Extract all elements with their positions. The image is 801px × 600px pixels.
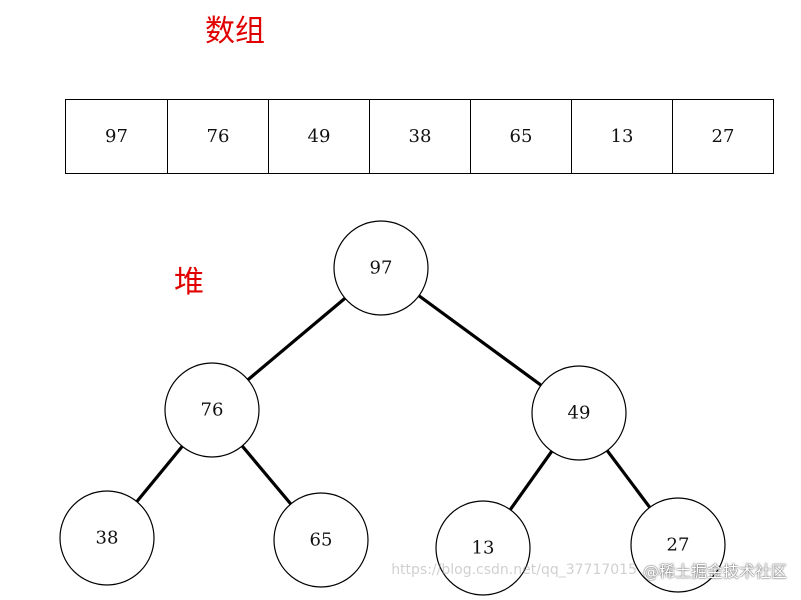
array-cell: 65 [470,100,571,173]
heap-node-circle [333,220,429,316]
array-cell: 76 [167,100,268,173]
array-title: 数组 [205,14,265,49]
array-cell: 97 [105,126,128,147]
heap-node-label: 76 [201,400,224,421]
heap-node-circle [435,500,531,596]
heap-edges [135,294,652,511]
heap-node-circle [531,365,627,461]
array-row: 97 76 49 38 65 13 27 [65,99,774,174]
heap-node-label: 27 [667,535,690,556]
array-cell: 38 [369,100,470,173]
heap-node-circle [59,490,155,586]
array-cell: 49 [268,100,369,173]
heap-edge [135,445,184,503]
watermark-brand: @稀土掘金技术社区 [642,562,787,581]
heap-node-circle [164,362,260,458]
heap-node-label: 97 [370,258,393,279]
watermark-url: https://blog.csdn.net/qq_37717015 [391,562,637,578]
array-cell: 27 [672,100,773,173]
heap-edge [240,444,293,506]
heap-node-circle [273,492,369,588]
heap-node-label: 65 [310,530,333,551]
heap-edge [417,294,543,387]
heap-nodes: 97 76 49 38 65 13 27 [59,220,726,596]
heap-edge [246,297,347,381]
array-cell: 13 [571,100,672,173]
heap-node-label: 49 [568,403,591,424]
heap-node-label: 38 [96,528,119,549]
heap-title: 堆 [174,265,204,300]
heap-node-label: 13 [472,538,495,559]
heap-edge [508,450,554,511]
heap-edge [605,449,652,509]
heap-node-circle [630,497,726,593]
watermark: https://blog.csdn.net/qq_37717015 @稀土掘金技… [391,558,787,582]
